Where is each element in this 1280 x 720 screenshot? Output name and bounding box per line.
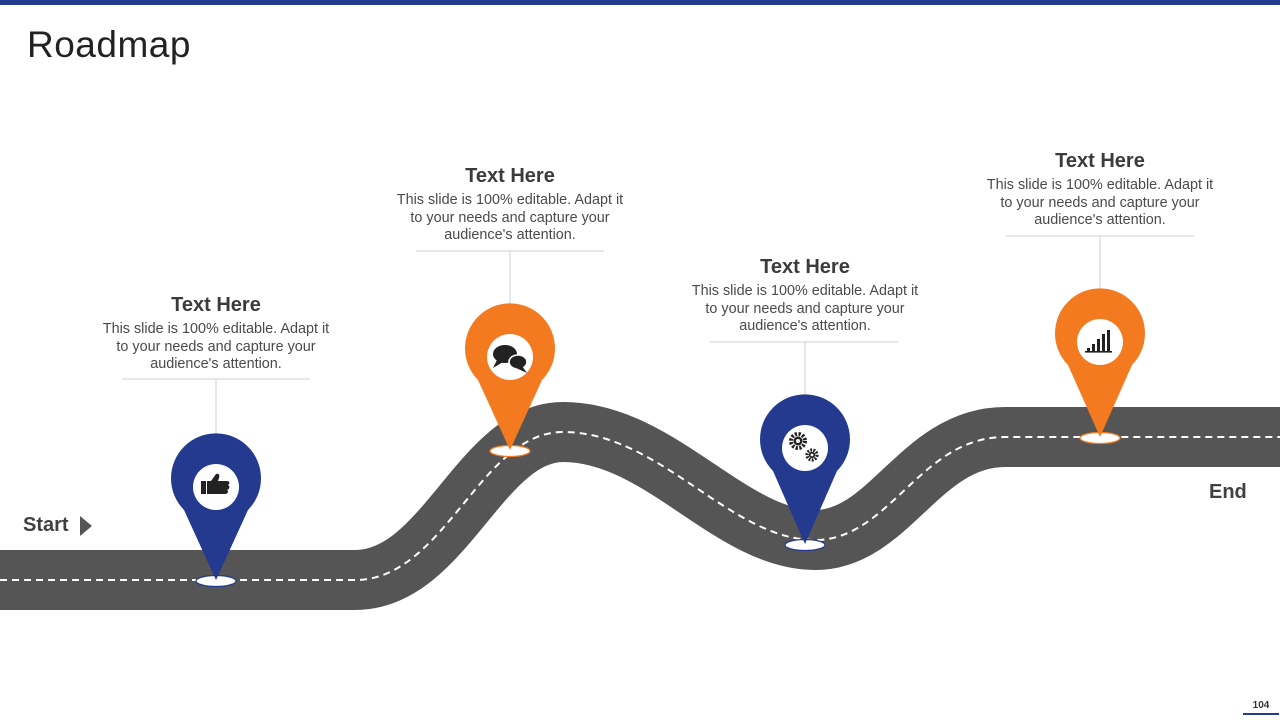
page-number: 104 bbox=[1243, 700, 1279, 715]
milestone-heading: Text Here bbox=[760, 256, 850, 278]
slide-title: Roadmap bbox=[27, 24, 191, 65]
milestone-description: This slide is 100% editable. Adapt it to… bbox=[691, 283, 919, 334]
chat-bubbles-icon bbox=[493, 345, 528, 373]
milestone-description: This slide is 100% editable. Adapt it to… bbox=[986, 177, 1214, 228]
milestone-callout-2: Text Here This slide is 100% editable. A… bbox=[390, 165, 630, 245]
milestone-heading: Text Here bbox=[1055, 150, 1145, 172]
milestone-pin-1 bbox=[171, 433, 261, 588]
top-accent-bar bbox=[0, 0, 1280, 5]
milestone-pin-4 bbox=[1055, 288, 1145, 445]
milestone-pin-3 bbox=[760, 394, 850, 552]
end-label: End bbox=[1209, 481, 1247, 503]
milestone-description: This slide is 100% editable. Adapt it to… bbox=[102, 321, 330, 372]
milestone-heading: Text Here bbox=[171, 294, 261, 316]
milestone-callout-1: Text Here This slide is 100% editable. A… bbox=[96, 294, 336, 374]
road-center-dashes bbox=[0, 430, 1280, 581]
bar-chart-icon bbox=[1085, 330, 1112, 353]
milestone-callout-4: Text Here This slide is 100% editable. A… bbox=[980, 150, 1220, 230]
start-label: Start bbox=[23, 514, 69, 536]
milestone-heading: Text Here bbox=[465, 165, 555, 187]
start-arrow-icon bbox=[80, 516, 92, 536]
gears-icon bbox=[789, 432, 819, 462]
milestone-pin-2 bbox=[465, 303, 555, 458]
thumbs-up-icon bbox=[201, 473, 230, 494]
milestone-callout-3: Text Here This slide is 100% editable. A… bbox=[685, 256, 925, 336]
milestone-description: This slide is 100% editable. Adapt it to… bbox=[396, 192, 624, 243]
